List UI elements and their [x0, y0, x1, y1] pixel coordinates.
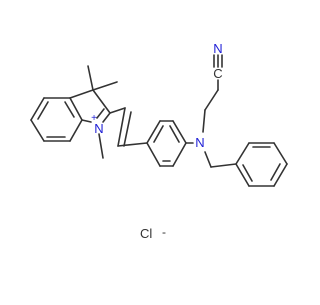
bond [117, 142, 148, 147]
bond [102, 112, 111, 123]
bonds [30, 54, 288, 187]
bond [87, 65, 94, 91]
indolium-charge-label: + [91, 113, 97, 124]
bond [109, 107, 126, 114]
indolium-nitrogen-label: N [94, 121, 103, 136]
bond [235, 163, 250, 187]
bond-double [169, 125, 180, 143]
bond [235, 142, 250, 165]
bond [273, 163, 288, 187]
bond-double [153, 125, 164, 143]
bond-double [242, 164, 253, 182]
bond [146, 120, 161, 144]
bond [204, 89, 219, 111]
nitrile-nitrogen-label: N [213, 41, 222, 56]
bond [210, 163, 237, 168]
bond-double [64, 101, 75, 118]
chloride-charge-label: - [162, 225, 166, 239]
nitrile-carbon-label: C [213, 66, 222, 81]
bond [69, 119, 83, 142]
bond [204, 151, 212, 168]
bond-double [123, 111, 132, 147]
bond-double [37, 101, 49, 120]
bond [92, 89, 111, 114]
bond [30, 97, 45, 121]
atom-labels: N + N C N Cl - [91, 41, 223, 241]
bond [81, 119, 92, 123]
structure-canvas: N + N C N Cl - [30, 41, 288, 241]
bond [30, 119, 45, 142]
bond [69, 97, 83, 121]
bond [172, 142, 187, 167]
bond [172, 120, 187, 144]
bond [273, 142, 288, 165]
bond [69, 89, 94, 99]
molecule-diagram: N + N C N Cl - [30, 41, 288, 241]
bond-double [270, 163, 281, 181]
bond [117, 107, 126, 147]
bond [202, 109, 206, 133]
bond-double [96, 108, 105, 119]
bond [98, 133, 104, 159]
bond [146, 142, 161, 167]
aniline-nitrogen-label: N [195, 135, 204, 150]
bond [92, 81, 118, 91]
chloride-label: Cl [140, 226, 152, 241]
